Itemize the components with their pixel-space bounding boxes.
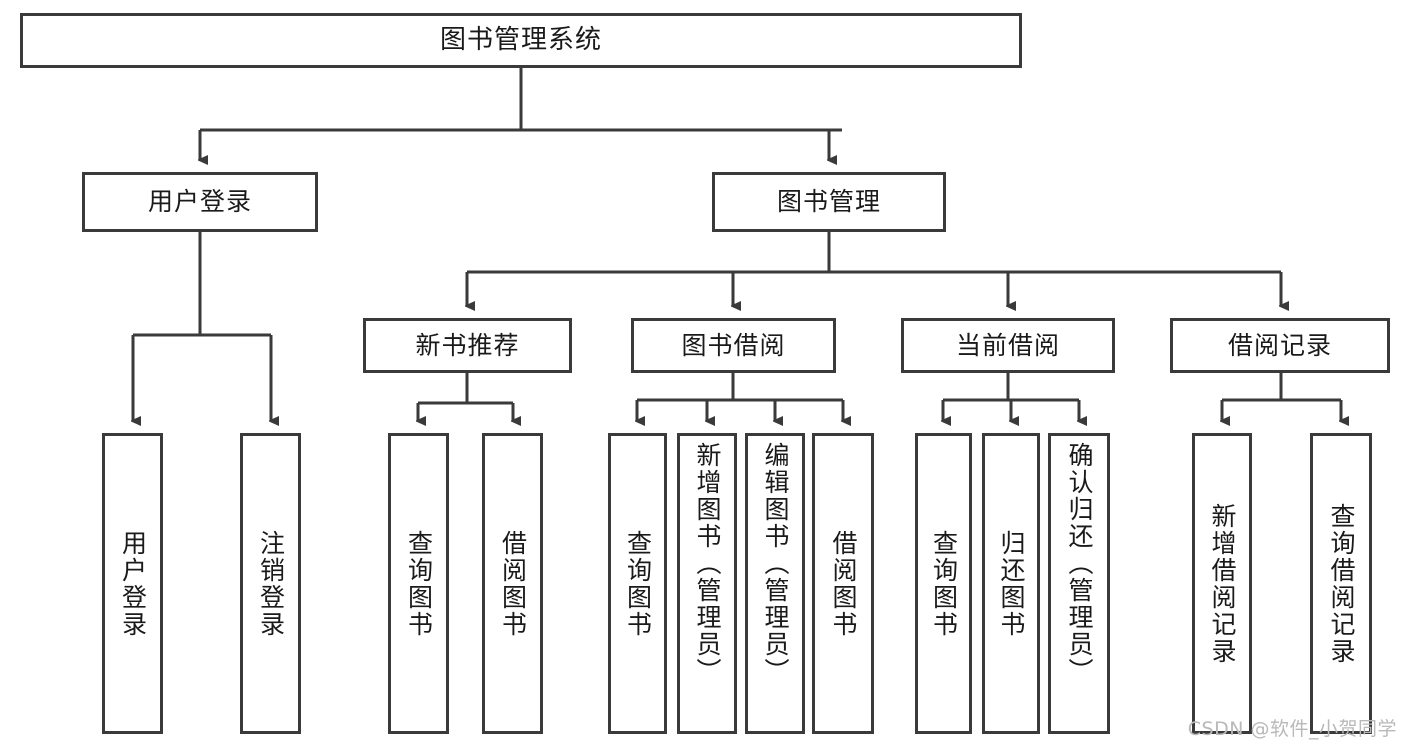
node-leaf-query-book-2-label: 查询图书 [623, 529, 653, 638]
node-leaf-edit-book[interactable]: 编辑图书（管理员） [745, 433, 805, 734]
node-leaf-edit-book-label: 编辑图书（管理员） [761, 442, 790, 685]
node-leaf-query-book-3-label: 查询图书 [929, 529, 959, 638]
node-leaf-borrow-book-2-label: 借阅图书 [829, 529, 858, 638]
node-leaf-query-book-3[interactable]: 查询图书 [915, 433, 972, 734]
node-book-management-label: 图书管理 [776, 187, 881, 217]
node-leaf-confirm-return-label: 确认归还（管理员） [1065, 442, 1094, 685]
node-leaf-add-book-label: 新增图书（管理员） [693, 442, 722, 685]
node-leaf-borrow-book-2[interactable]: 借阅图书 [812, 433, 874, 734]
node-leaf-user-login[interactable]: 用户登录 [102, 433, 163, 734]
node-borrow-record-label: 借阅记录 [1227, 330, 1332, 360]
node-leaf-query-book-2[interactable]: 查询图书 [608, 433, 667, 734]
node-leaf-user-login-label: 用户登录 [118, 529, 148, 638]
node-book-management[interactable]: 图书管理 [712, 172, 946, 232]
node-current-borrow[interactable]: 当前借阅 [901, 318, 1115, 373]
node-leaf-return-book-label: 归还图书 [997, 529, 1026, 638]
node-leaf-query-book-1[interactable]: 查询图书 [388, 433, 449, 734]
node-leaf-return-book[interactable]: 归还图书 [982, 433, 1040, 734]
node-leaf-logout-login-label: 注销登录 [256, 529, 286, 638]
node-current-borrow-label: 当前借阅 [955, 330, 1060, 360]
node-leaf-add-book[interactable]: 新增图书（管理员） [677, 433, 737, 734]
node-book-borrow[interactable]: 图书借阅 [631, 318, 836, 373]
node-user-login-label: 用户登录 [147, 187, 252, 217]
node-leaf-confirm-return[interactable]: 确认归还（管理员） [1048, 433, 1110, 734]
node-user-login[interactable]: 用户登录 [82, 172, 318, 232]
node-leaf-query-book-1-label: 查询图书 [404, 529, 434, 638]
node-new-book-recommend-label: 新书推荐 [415, 330, 520, 360]
node-root-label: 图书管理系统 [439, 25, 602, 56]
node-leaf-add-record-label: 新增借阅记录 [1208, 502, 1237, 665]
node-leaf-query-record[interactable]: 查询借阅记录 [1310, 433, 1372, 734]
csdn-watermark: CSDN @软件_小贺同学 [1187, 718, 1397, 740]
node-new-book-recommend[interactable]: 新书推荐 [363, 318, 572, 373]
node-root[interactable]: 图书管理系统 [20, 13, 1022, 68]
node-leaf-borrow-book-1[interactable]: 借阅图书 [482, 433, 543, 734]
node-leaf-add-record[interactable]: 新增借阅记录 [1192, 433, 1252, 734]
node-leaf-borrow-book-1-label: 借阅图书 [498, 529, 528, 638]
node-book-borrow-label: 图书借阅 [681, 330, 786, 360]
node-borrow-record[interactable]: 借阅记录 [1170, 318, 1390, 373]
node-leaf-query-record-label: 查询借阅记录 [1327, 502, 1356, 665]
node-leaf-logout-login[interactable]: 注销登录 [240, 433, 301, 734]
